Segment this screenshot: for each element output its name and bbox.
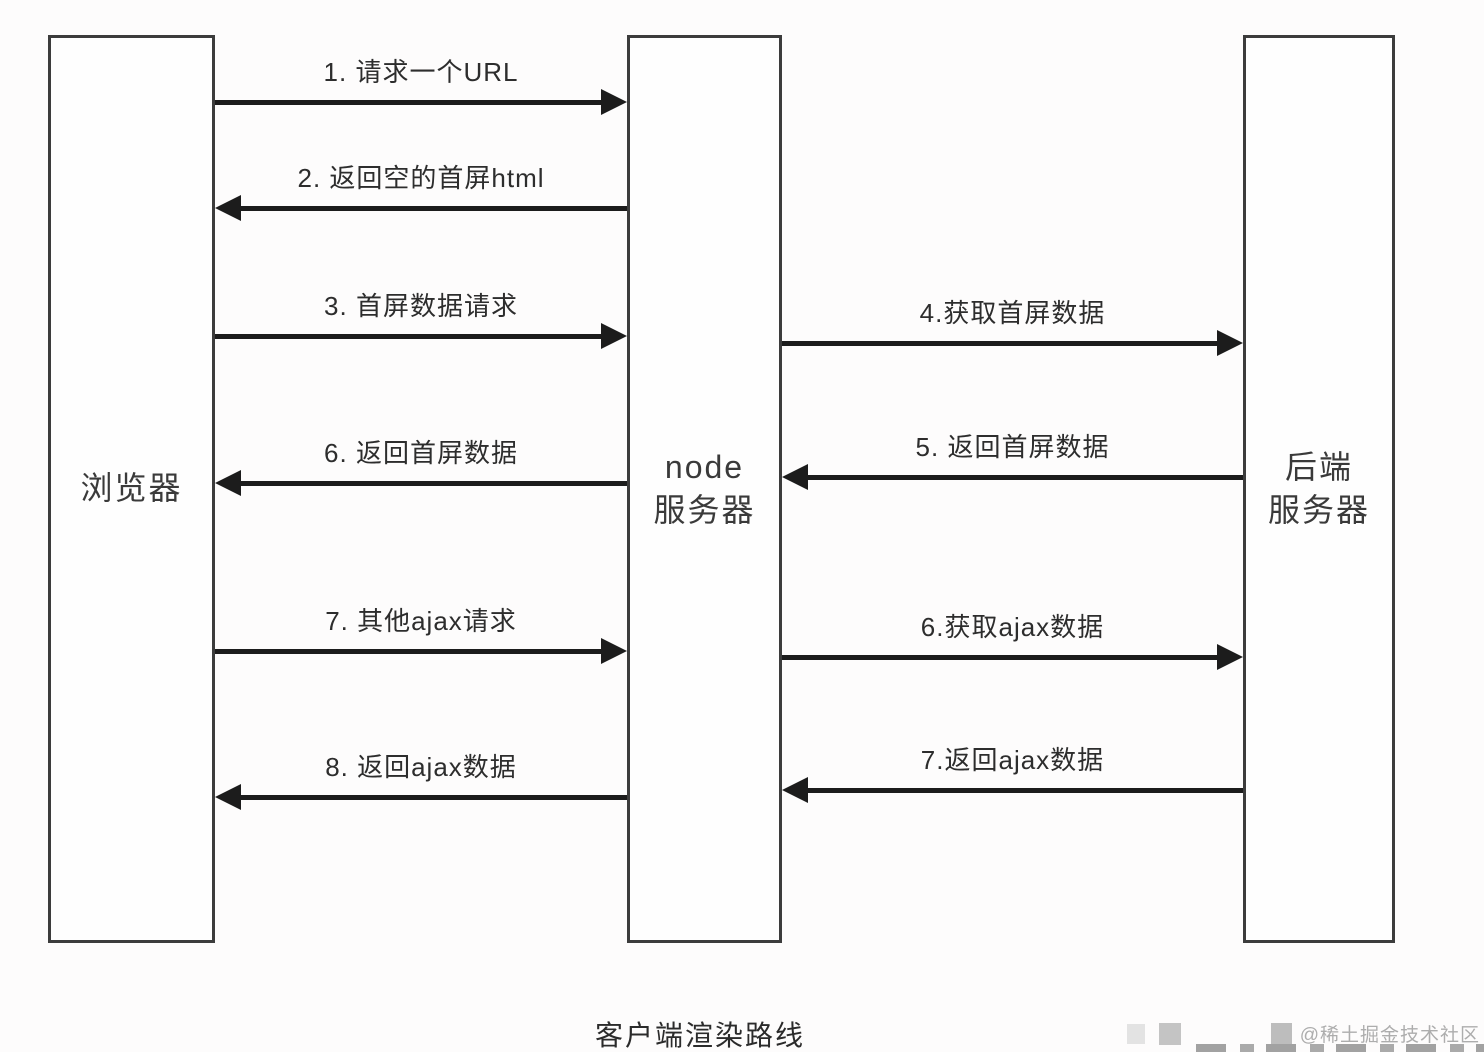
participant-backend-server: 后端 服务器 [1243,35,1395,943]
message-5-label: 5. 返回首屏数据 [915,432,1110,462]
participant-backend-label-line1: 后端 [1284,448,1353,485]
message-1-label: 1. 请求一个URL [323,57,519,87]
message-6-right-label: 6.获取ajax数据 [920,612,1105,642]
watermark-square-icon [1158,1022,1181,1045]
arrowhead-left-icon [782,464,808,490]
message-7-right-label: 7.返回ajax数据 [920,745,1105,775]
message-4-label: 4.获取首屏数据 [919,298,1106,328]
participant-browser-label: 浏览器 [80,470,183,507]
arrow-line [215,334,607,339]
arrowhead-right-icon [1217,330,1243,356]
message-6-left-label: 6. 返回首屏数据 [324,438,518,468]
arrow-line [802,475,1243,480]
arrow-line [782,341,1223,346]
arrow-line [802,788,1243,793]
message-2-label: 2. 返回空的首屏html [297,163,545,193]
arrow-left-icon [215,195,627,221]
participant-node-label-line1: node [664,448,745,485]
arrowhead-left-icon [215,195,241,221]
arrowhead-left-icon [782,777,808,803]
arrow-left-icon [782,777,1243,803]
participant-node-server: node 服务器 [627,35,782,943]
message-7-left-label: 7. 其他ajax请求 [325,606,517,636]
arrow-line [215,649,607,654]
message-3-label: 3. 首屏数据请求 [324,291,518,321]
arrow-line [235,481,627,486]
participant-node-label-line2: 服务器 [653,492,756,528]
watermark-square-icon [1270,1023,1292,1044]
arrowhead-right-icon [601,89,627,115]
arrowhead-right-icon [601,638,627,664]
arrow-right-icon [215,323,627,349]
participant-backend-label-line2: 服务器 [1267,492,1370,528]
arrow-line [235,206,627,211]
arrowhead-left-icon [215,784,241,810]
watermark-text: @稀土掘金技术社区 [1299,1025,1480,1046]
message-8-label: 8. 返回ajax数据 [325,752,517,782]
arrow-left-icon [215,784,627,810]
cutoff-watermark-fragments [1196,1044,1484,1052]
participant-browser: 浏览器 [48,35,215,943]
watermark: @稀土掘金技术社区 [1126,1020,1480,1047]
arrowhead-left-icon [215,470,241,496]
arrow-left-icon [215,470,627,496]
arrow-right-icon [215,89,627,115]
arrow-right-icon [782,644,1243,670]
diagram-caption: 客户端渲染路线 [594,1020,806,1051]
arrow-line [235,795,627,800]
arrow-line [782,655,1223,660]
arrowhead-right-icon [1217,644,1243,670]
arrow-right-icon [782,330,1243,356]
arrow-left-icon [782,464,1243,490]
arrow-line [215,100,607,105]
arrow-right-icon [215,638,627,664]
arrowhead-right-icon [601,323,627,349]
watermark-square-icon [1126,1023,1145,1044]
